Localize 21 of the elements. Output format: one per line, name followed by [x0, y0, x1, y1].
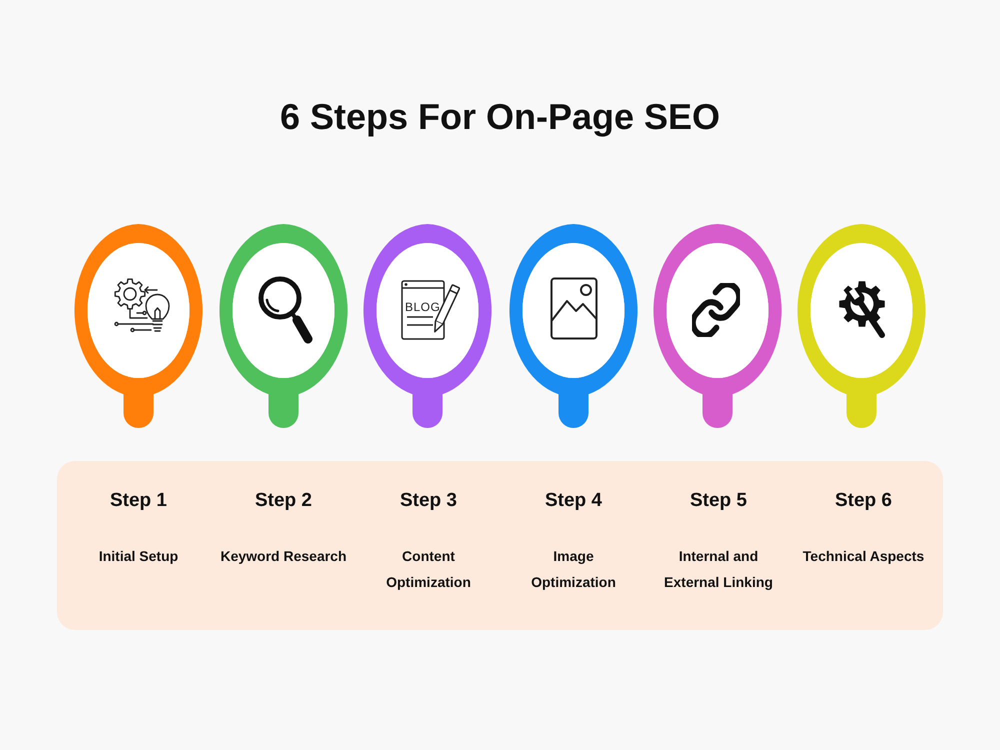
pin-ring — [508, 224, 639, 429]
pin-ring — [362, 224, 493, 429]
step-heading: Step 3 — [400, 489, 458, 513]
step-description: Technical Aspects — [802, 547, 924, 566]
step-heading: Step 6 — [834, 489, 892, 513]
step-heading: Step 5 — [690, 489, 748, 513]
pin-ring — [73, 224, 204, 429]
step-description: Keyword Research — [220, 547, 347, 566]
pin-ring — [796, 224, 927, 429]
step-heading: Step 2 — [254, 489, 312, 513]
step-panel — [57, 461, 943, 630]
diagram-title: 6 Steps For On-Page SEO — [280, 95, 720, 139]
step-description: Content Optimization — [385, 547, 472, 592]
step-heading: Step 4 — [544, 489, 602, 513]
step-description: Initial Setup — [98, 547, 178, 566]
icon-text: BLOG — [405, 300, 440, 314]
pin-ring — [218, 224, 349, 429]
step-description: Internal and External Linking — [663, 547, 774, 592]
pin-ring — [652, 224, 783, 429]
step-description: Image Optimization — [530, 547, 617, 592]
step-heading: Step 1 — [110, 489, 168, 513]
